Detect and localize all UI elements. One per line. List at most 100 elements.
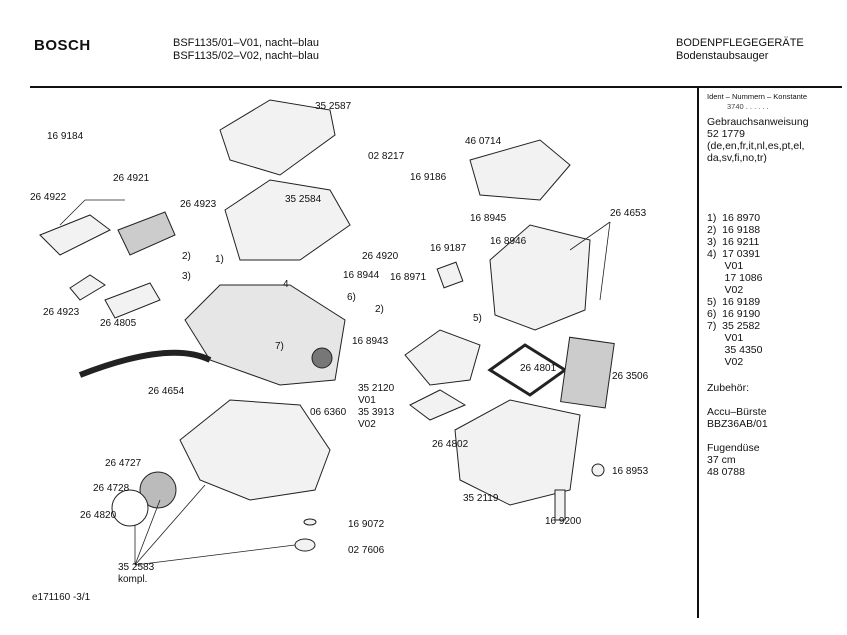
part-label: 26 4923 <box>43 307 80 318</box>
clip-part <box>303 518 317 526</box>
sidebar-divider <box>697 88 699 618</box>
part-label: 4 <box>283 279 289 290</box>
part-label: 1) <box>215 254 224 265</box>
part-label: 26 4728 <box>93 483 130 494</box>
part-label: 7) <box>275 341 284 352</box>
filter-pad-part <box>104 282 161 319</box>
part-label: 16 9184 <box>47 131 84 142</box>
part-label: 3) <box>182 271 191 282</box>
footnote: V02 <box>707 356 744 368</box>
part-label: 26 4802 <box>432 439 469 450</box>
part-label: 35 2583 <box>118 562 155 573</box>
part-label: 35 2584 <box>285 194 322 205</box>
accessory-2-name: Fugendüse <box>707 442 760 454</box>
footnote: 7) 35 2582 <box>707 320 761 332</box>
subcategory: Bodenstaubsauger <box>676 50 769 62</box>
part-label: 26 4801 <box>520 363 557 374</box>
part-label: 26 4820 <box>80 510 117 521</box>
part-label: 35 2587 <box>315 101 352 112</box>
footnote: 1) 16 8970 <box>707 212 761 224</box>
ident-values: 3740 . . . . . . <box>727 102 769 111</box>
footnote: 5) 16 9189 <box>707 296 761 308</box>
part-label: 26 4653 <box>610 208 647 219</box>
part-label: 26 4920 <box>362 251 399 262</box>
lid-part <box>219 99 336 176</box>
part-label: 16 9200 <box>545 516 582 527</box>
part-label: 26 3506 <box>612 371 649 382</box>
filter-lid-part <box>409 389 467 421</box>
part-label: 16 9187 <box>430 243 467 254</box>
cord-button-part <box>311 347 333 369</box>
filter-part <box>117 211 176 256</box>
manual-languages-2: da,sv,fi,no,tr) <box>707 152 767 164</box>
model-1: BSF1135/01–V01, nacht–blau <box>173 37 319 49</box>
part-label: 06 6360 <box>310 407 347 418</box>
part-label: 46 0714 <box>465 136 502 147</box>
part-label: 26 4654 <box>148 386 185 397</box>
part-label: 5) <box>473 313 482 324</box>
part-label: 35 2120 <box>358 383 395 394</box>
part-label: 16 8943 <box>352 336 389 347</box>
part-label: 2) <box>182 251 191 262</box>
base-part <box>179 399 331 501</box>
small-frame-part <box>436 261 464 289</box>
wheel-part <box>139 471 177 509</box>
part-label: 26 4727 <box>105 458 142 469</box>
part-label: 35 3913 <box>358 407 395 418</box>
model-2: BSF1135/02–V02, nacht–blau <box>173 50 319 62</box>
part-label: 6) <box>347 292 356 303</box>
lower-housing-part <box>184 284 346 386</box>
footnote: 2) 16 9188 <box>707 224 761 236</box>
part-label: 02 8217 <box>368 151 405 162</box>
part-label: 35 2119 <box>463 493 499 504</box>
category: BODENPFLEGEGERÄTE <box>676 37 804 49</box>
part-label: 02 7606 <box>348 545 385 556</box>
manual-number: 52 1779 <box>707 128 745 140</box>
dust-box-part <box>489 224 591 331</box>
footnote: 17 1086 <box>707 272 763 284</box>
drawing-id: e171160 -3/1 <box>32 592 91 603</box>
lower-box-part <box>454 399 581 506</box>
accessories-title: Zubehör: <box>707 382 750 394</box>
footnote: 6) 16 9190 <box>707 308 761 320</box>
cylinder-part <box>554 489 566 521</box>
part-label: kompl. <box>118 574 148 585</box>
bumper-strip-part <box>78 349 212 378</box>
part-label: 16 9072 <box>348 519 385 530</box>
part-label: 26 4805 <box>100 318 137 329</box>
part-label: V02 <box>358 419 376 430</box>
part-label: 16 8944 <box>343 270 380 281</box>
footnote: V02 <box>707 284 744 296</box>
footnote: 4) 17 0391 <box>707 248 761 260</box>
accessory-1-number: BBZ36AB/01 <box>707 418 768 430</box>
manual-title: Gebrauchsanweisung <box>707 116 809 128</box>
part-label: 26 4922 <box>30 192 67 203</box>
footnote: V01 <box>707 332 744 344</box>
part-label: 2) <box>375 304 384 315</box>
accessory-2-size: 37 cm <box>707 454 736 466</box>
footnote: 35 4350 <box>707 344 763 356</box>
accessory-1-name: Accu–Bürste <box>707 406 767 418</box>
nut-part <box>591 463 605 477</box>
part-label: 16 9186 <box>410 172 447 183</box>
part-label: 16 8945 <box>470 213 507 224</box>
exhaust-filter-part <box>560 336 615 409</box>
ident-header: Ident – Nummern – Konstante <box>707 92 808 101</box>
brand-logo: BOSCH <box>34 37 91 54</box>
part-label: 26 4921 <box>113 173 150 184</box>
cap-part <box>294 538 316 552</box>
accessory-2-number: 48 0788 <box>707 466 745 478</box>
leader-lines <box>59 199 611 566</box>
footnote: 3) 16 9211 <box>707 236 760 248</box>
manual-languages-1: (de,en,fr,it,nl,es,pt,el, <box>707 140 805 152</box>
part-label: V01 <box>358 395 376 406</box>
part-label: 16 8971 <box>390 272 427 283</box>
upper-housing-part <box>224 179 351 261</box>
footnote: V01 <box>707 260 744 272</box>
motor-mount-part <box>404 329 481 386</box>
part-label: 16 8953 <box>612 466 649 477</box>
